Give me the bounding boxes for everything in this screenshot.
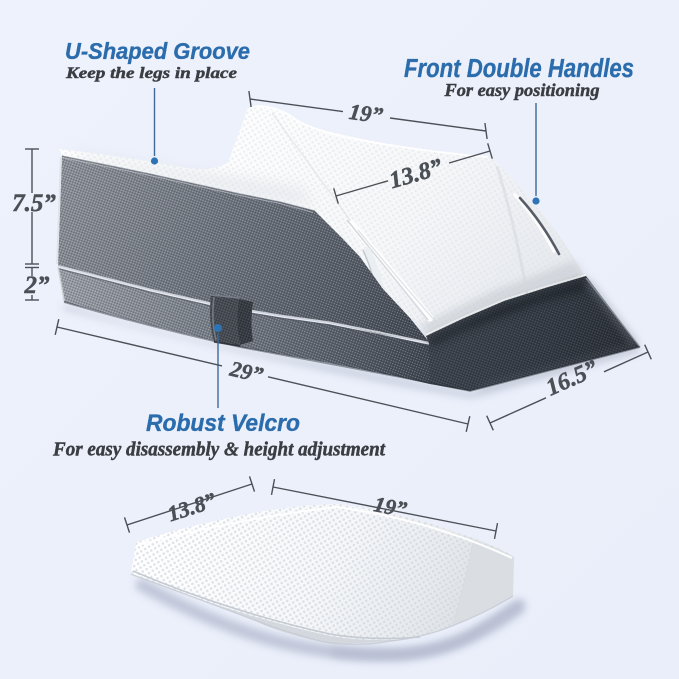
- svg-text:Robust Velcro: Robust Velcro: [146, 410, 300, 437]
- svg-text:U-Shaped Groove: U-Shaped Groove: [65, 38, 250, 64]
- svg-text:For easy positioning: For easy positioning: [443, 80, 599, 100]
- svg-text:2”: 2”: [24, 272, 51, 299]
- svg-text:19”: 19”: [348, 99, 385, 128]
- svg-text:Front Double Handles: Front Double Handles: [404, 55, 634, 83]
- svg-text:For easy disassembly & height: For easy disassembly & height adjustment: [52, 439, 386, 461]
- svg-text:Keep the legs in place: Keep the legs in place: [65, 65, 237, 82]
- svg-text:7.5”: 7.5”: [12, 190, 56, 217]
